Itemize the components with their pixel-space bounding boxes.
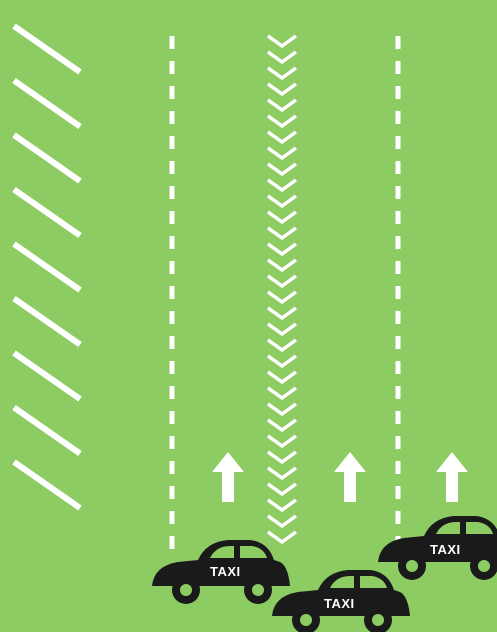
- chevron-mark: [268, 68, 296, 78]
- lane-dash: [396, 136, 401, 149]
- lane-dash: [170, 111, 175, 124]
- hatch-stripe: [14, 81, 80, 127]
- chevron-mark: [268, 116, 296, 126]
- chevron-mark: [268, 196, 296, 206]
- chevron-mark: [268, 324, 296, 334]
- lane-dash: [170, 336, 175, 349]
- lane-dash: [396, 36, 401, 49]
- hatch-stripe: [14, 244, 80, 290]
- hatch-stripe: [14, 135, 80, 181]
- lane-dash: [396, 361, 401, 374]
- lane-dash: [170, 186, 175, 199]
- lane-dash: [396, 236, 401, 249]
- taxi-car-left: TAXI: [152, 540, 290, 604]
- chevron-mark: [268, 468, 296, 478]
- chevron-mark: [268, 52, 296, 62]
- chevron-mark: [268, 292, 296, 302]
- hatched-area: [14, 26, 80, 508]
- chevron-mark: [268, 532, 296, 542]
- chevron-mark: [268, 180, 296, 190]
- lane-dash: [170, 161, 175, 174]
- lane-dash: [170, 361, 175, 374]
- lane-dash: [396, 86, 401, 99]
- chevron-mark: [268, 132, 296, 142]
- chevron-mark: [268, 84, 296, 94]
- hatch-stripe: [14, 190, 80, 236]
- taxi-label-right: TAXI: [430, 542, 461, 557]
- lane-dash: [170, 436, 175, 449]
- lane-dash: [396, 311, 401, 324]
- lane-dash: [170, 511, 175, 524]
- lane-dash: [170, 61, 175, 74]
- lane-arrow-middle-icon: [334, 452, 366, 502]
- lane-dash: [170, 461, 175, 474]
- chevron-mark: [268, 404, 296, 414]
- chevron-mark: [268, 244, 296, 254]
- chevron-mark: [268, 436, 296, 446]
- lane-dash: [170, 36, 175, 49]
- chevron-mark: [268, 420, 296, 430]
- lane-divider-right: [396, 36, 401, 549]
- chevron-mark: [268, 212, 296, 222]
- hatch-stripe: [14, 353, 80, 399]
- lane-dash: [170, 86, 175, 99]
- chevron-mark: [268, 372, 296, 382]
- chevron-mark: [268, 516, 296, 526]
- lane-dash: [170, 386, 175, 399]
- lane-dash: [396, 111, 401, 124]
- lane-dash: [396, 286, 401, 299]
- lane-arrow-right-icon: [436, 452, 468, 502]
- taxi-label-left: TAXI: [210, 564, 241, 579]
- lane-dash: [170, 136, 175, 149]
- chevron-center-line: [268, 36, 296, 542]
- lane-dash: [170, 536, 175, 549]
- chevron-mark: [268, 228, 296, 238]
- chevron-mark: [268, 260, 296, 270]
- lane-dash: [170, 286, 175, 299]
- chevron-mark: [268, 500, 296, 510]
- lane-dash: [170, 411, 175, 424]
- chevron-mark: [268, 484, 296, 494]
- lane-divider-left: [170, 36, 175, 549]
- taxi-car-middle: TAXI: [272, 570, 410, 632]
- chevron-mark: [268, 100, 296, 110]
- lane-dash: [396, 186, 401, 199]
- lane-arrow-left-icon: [212, 452, 244, 502]
- lane-dash: [170, 211, 175, 224]
- hatch-stripe: [14, 299, 80, 345]
- lane-dash: [396, 161, 401, 174]
- chevron-mark: [268, 356, 296, 366]
- lane-dash: [170, 486, 175, 499]
- lane-dash: [396, 386, 401, 399]
- lane-dash: [396, 261, 401, 274]
- lane-dash: [396, 486, 401, 499]
- lane-dash: [170, 261, 175, 274]
- taxi-car-right: TAXI: [378, 516, 497, 580]
- chevron-mark: [268, 452, 296, 462]
- chevron-mark: [268, 276, 296, 286]
- chevron-mark: [268, 340, 296, 350]
- lane-dash: [396, 461, 401, 474]
- hatch-stripe: [14, 26, 80, 72]
- chevron-mark: [268, 388, 296, 398]
- lane-dash: [170, 236, 175, 249]
- chevron-mark: [268, 164, 296, 174]
- taxi-label-middle: TAXI: [324, 596, 355, 611]
- chevron-mark: [268, 308, 296, 318]
- lane-dash: [396, 336, 401, 349]
- lane-dash: [396, 61, 401, 74]
- chevron-mark: [268, 36, 296, 46]
- hatch-stripe: [14, 462, 80, 508]
- hatch-stripe: [14, 408, 80, 454]
- lane-dash: [396, 511, 401, 524]
- lane-dash: [170, 311, 175, 324]
- lane-dash: [396, 211, 401, 224]
- chevron-mark: [268, 148, 296, 158]
- lane-dash: [396, 436, 401, 449]
- lane-dash: [396, 411, 401, 424]
